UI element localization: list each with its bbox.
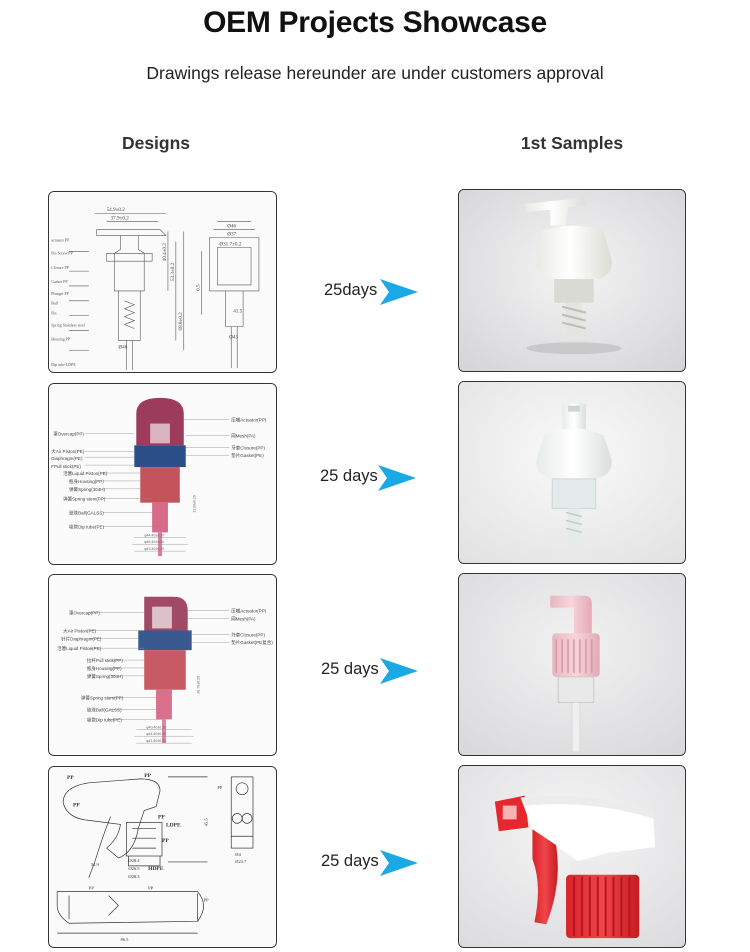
part-label: 大Air Piston(PE) (51, 448, 84, 455)
part-label: 吸管Dip tube(PE) (87, 716, 122, 723)
part-label: 吸管Dip tube(PE) (69, 523, 104, 530)
part-label: 大Air Piston(PE) (63, 627, 96, 634)
material-label: HDPE (148, 866, 164, 872)
part-note: Pin (51, 311, 56, 316)
arrow-right-icon (380, 658, 418, 684)
part-label: 网Mesh(PA) (231, 433, 256, 439)
dim-label: Ø43 (229, 334, 238, 340)
dim-label: φ43.40±0.20 (144, 547, 164, 551)
dim-label: 54.9±0.2 (107, 207, 126, 213)
part-label: FPull stick(PE) (51, 464, 81, 469)
column-heading-samples: 1st Samples (520, 133, 624, 153)
dim-label: φ40.40±0.20 (146, 725, 166, 729)
part-note: Gasket PP (51, 279, 68, 284)
material-label: PP (89, 886, 95, 891)
part-label: 弹簧Spring stem(PP) (81, 695, 124, 702)
lead-time-label: 25days (324, 281, 378, 299)
part-label: 弹簧Spring(304H) (87, 673, 124, 680)
material-label: LDPE (166, 822, 181, 828)
lead-time-label: 25 days (320, 467, 378, 485)
part-label: 玻珠Ball(GALSS) (69, 510, 104, 517)
part-note: actuator PP (51, 237, 70, 242)
part-label: 瓶身Housing(PP) (69, 478, 104, 485)
dim-label: 6.5 (196, 284, 202, 291)
part-label: 针片Diaphragm(PE) (61, 635, 102, 642)
dim-label: 68.8±0.2 (178, 312, 184, 331)
part-note: Pin Screw PP (51, 250, 73, 255)
dim-label: Ø37 (227, 232, 236, 238)
part-label: 活塞Liquid Piston(PE) (57, 645, 102, 652)
dim-label: Ø46 (118, 344, 127, 350)
design-drawing-3: 压嘴Actuator(PP) 罩Overcap(PP) 网Mesh(PA) 大A… (48, 574, 277, 756)
dim-label: 37.9±0.2 (111, 216, 130, 222)
page-title: OEM Projects Showcase (203, 6, 547, 39)
design-drawing-1: 54.9±0.2 37.9±0.2 Ø46 Ø37 Ø31.7±0.2 Ø43 … (48, 191, 277, 373)
part-label: 压嘴Actuator(PP) (231, 417, 266, 424)
sample-photo-2 (458, 381, 686, 564)
lead-time-label: 25 days (321, 660, 379, 678)
part-note: Ball (51, 301, 58, 306)
part-label: 弹簧Spring stem(PP) (63, 496, 106, 503)
part-label: 弹簧Spring(304H) (69, 486, 106, 493)
part-label: 罩Overcap(PP) (69, 611, 100, 616)
sample-photo-4 (458, 765, 686, 948)
dim-label: φ41.50±0.20 (146, 739, 166, 743)
part-label: 瓶身Housing(PP) (87, 665, 122, 672)
design-drawing-4: PP PP PP PP LDPE PP HDPE 34.9 Ø28.4 Ø26.… (48, 766, 277, 948)
part-note: Spring Stainless steel (51, 323, 86, 328)
material-label: PP (162, 838, 169, 844)
part-label: 网Mesh(PA) (231, 616, 256, 622)
arrow-right-icon (380, 279, 418, 305)
arrow-right-icon (380, 850, 418, 876)
part-label: 压嘴Actuator(PP) (231, 608, 266, 615)
material-label: PP (144, 773, 151, 779)
part-label: 玻珠Ball(GALSS) (87, 706, 122, 713)
sample-photo-3 (458, 573, 686, 756)
sample-photo-1 (458, 189, 686, 372)
dim-label: φ44.40±0.20 (144, 533, 164, 537)
dim-label: 40.4±0.2 (162, 243, 168, 262)
dim-label: 34.9 (91, 862, 100, 867)
page-subtitle: Drawings release hereunder are under cus… (146, 63, 604, 83)
part-note: Plunger PP (51, 291, 69, 296)
part-note: Dip tube LDPE (51, 362, 76, 367)
part-label: 拉杆Pull stick(PP) (87, 657, 123, 664)
dim-label: φ44.40±0.20 (146, 732, 166, 736)
material-label: PP (204, 898, 210, 903)
part-note: Closure PP (51, 265, 69, 270)
material-label: PP (217, 785, 223, 790)
dim-label: 45.5 (204, 818, 209, 827)
dim-label: φ45.40±0.20 (144, 540, 164, 544)
part-label: 垫片Gasket(PE) (231, 452, 264, 459)
dim-label: Ø4 (235, 852, 241, 857)
lead-time-label: 25 days (321, 852, 379, 870)
part-label: 垫片Gasket(PE复合) (231, 639, 273, 646)
part-label: 外套Closure(PP) (231, 631, 265, 638)
part-label: Diaphragm(PE) (51, 456, 83, 461)
dim-label: Ø28.4 (128, 858, 140, 863)
design-drawing-2: 压嘴Actuator(PP) 罩Overcap(PP) 网Mesh(PA) 大A… (48, 383, 277, 565)
material-label: PP (73, 803, 80, 809)
dim-label: Ø28.3 (128, 874, 140, 879)
dim-label: 11.20±0.20 (193, 495, 197, 512)
dim-label: Ø46 (227, 224, 236, 230)
material-label: PP (148, 886, 154, 891)
dim-label: 53.3±0.2 (170, 262, 176, 281)
dim-label: 20.70±0.20 (197, 676, 201, 694)
part-label: 活塞Liquid Piston(PE) (63, 470, 108, 477)
dim-label: Ø23.7 (235, 859, 247, 864)
column-heading-designs: Designs (121, 133, 191, 153)
part-label: 牙套Closure(PP) (231, 444, 265, 451)
part-note: Housing PP (51, 336, 71, 341)
dim-label: Ø26.5 (128, 866, 140, 871)
part-label: 罩Overcap(PP) (53, 431, 84, 436)
material-label: PP (67, 775, 74, 781)
dim-label: Ø31.7±0.2 (219, 241, 241, 247)
arrow-right-icon (378, 465, 416, 491)
material-label: PP (158, 814, 165, 820)
dim-label: 41.5 (233, 309, 242, 315)
dim-label: 86.5 (120, 937, 129, 942)
